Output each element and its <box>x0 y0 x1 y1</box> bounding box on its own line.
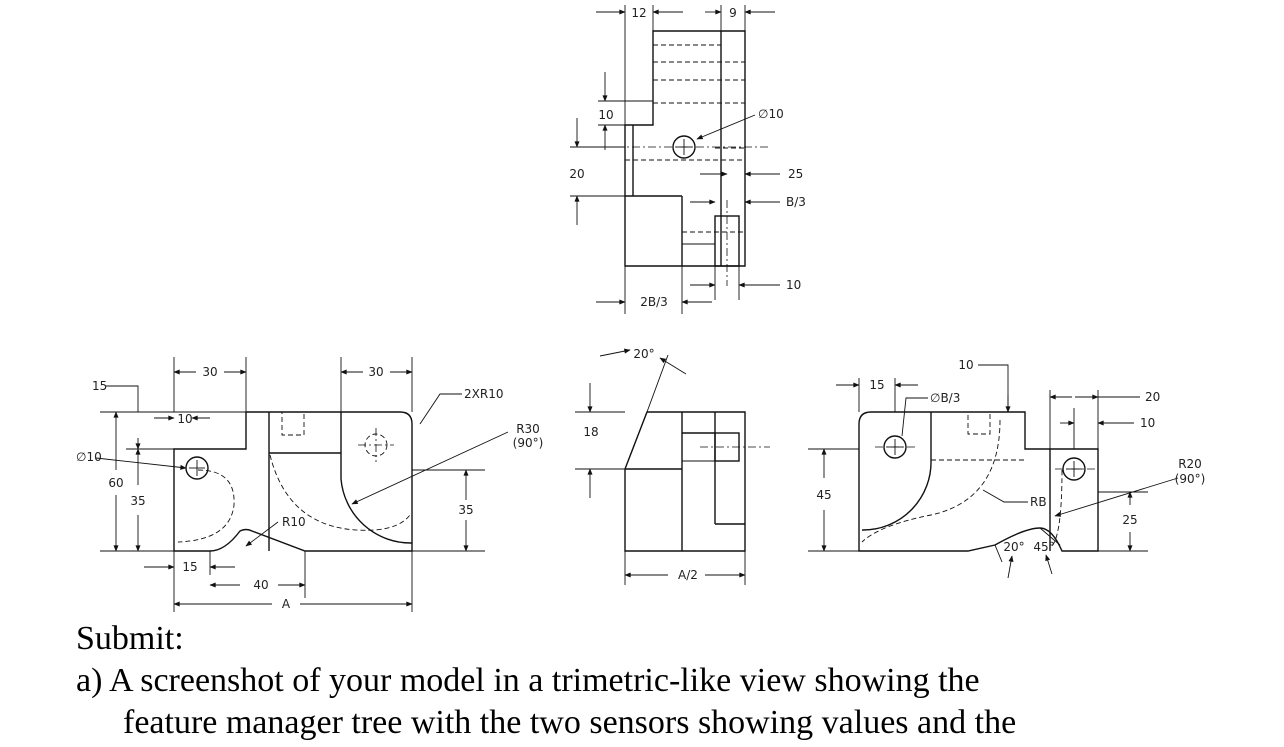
dim-10: 10 <box>177 412 192 426</box>
dim-45deg: 45° <box>1033 540 1054 554</box>
dim-hole-dia-b3: ∅B/3 <box>930 391 960 405</box>
dim-r30-angle: (90°) <box>513 436 544 450</box>
instructions-heading: Submit: <box>76 620 184 657</box>
dim-2b3: 2B/3 <box>640 295 668 309</box>
dim-40: 40 <box>253 578 268 592</box>
dim-r20-angle: (90°) <box>1175 472 1206 486</box>
top-view: 12 9 10 ∅10 20 25 B/3 10 2B/3 <box>569 5 806 314</box>
dim-10-right: 10 <box>786 278 801 292</box>
dim-30-right: 30 <box>368 365 383 379</box>
dim-a: A <box>282 597 291 611</box>
dim-r20: R20 <box>1178 457 1202 471</box>
dim-10-right: 10 <box>1140 416 1155 430</box>
dim-20deg-right: 20° <box>1003 540 1024 554</box>
dim-hole-dia: ∅10 <box>758 107 784 121</box>
dim-10-top: 10 <box>598 108 613 122</box>
dim-20: 20 <box>569 167 584 181</box>
submission-instructions: Submit: a) A screenshot of your model in… <box>76 618 1276 744</box>
dim-a-half: A/2 <box>678 568 698 582</box>
dim-18: 18 <box>583 425 598 439</box>
dim-35-right: 35 <box>458 503 473 517</box>
middle-view: 20° 18 A/2 <box>575 347 770 585</box>
front-left-view: 30 30 15 2XR10 10 ∅10 60 35 R10 35 15 40… <box>76 357 543 612</box>
dim-9: 9 <box>729 6 737 20</box>
dim-20deg: 20° <box>633 347 654 361</box>
dim-b3: B/3 <box>786 195 806 209</box>
dim-15-bottom: 15 <box>182 560 197 574</box>
dim-45: 45 <box>816 488 831 502</box>
dim-20-right: 20 <box>1145 390 1160 404</box>
dim-35-left: 35 <box>130 494 145 508</box>
instructions-line-2: feature manager tree with the two sensor… <box>123 704 1017 741</box>
dim-25-right: 25 <box>1122 513 1137 527</box>
dim-r30: R30 <box>516 422 540 436</box>
dim-rb: RB <box>1030 495 1047 509</box>
dim-2xr10: 2XR10 <box>464 387 503 401</box>
dim-12: 12 <box>631 6 646 20</box>
engineering-drawing: 12 9 10 ∅10 20 25 B/3 10 2B/3 <box>76 5 1206 612</box>
dim-15-top: 15 <box>92 379 107 393</box>
dim-15-right: 15 <box>869 378 884 392</box>
dim-60: 60 <box>108 476 123 490</box>
instructions-line-1: a) A screenshot of your model in a trime… <box>76 662 980 699</box>
dim-25: 25 <box>788 167 803 181</box>
dim-30-left: 30 <box>202 365 217 379</box>
right-view: 10 15 ∅B/3 20 10 45 RB 25 20° 45° R20 (9… <box>808 358 1206 579</box>
dim-hole-dia-left: ∅10 <box>76 450 102 464</box>
dim-10-top-right: 10 <box>958 358 973 372</box>
dim-r10: R10 <box>282 515 306 529</box>
